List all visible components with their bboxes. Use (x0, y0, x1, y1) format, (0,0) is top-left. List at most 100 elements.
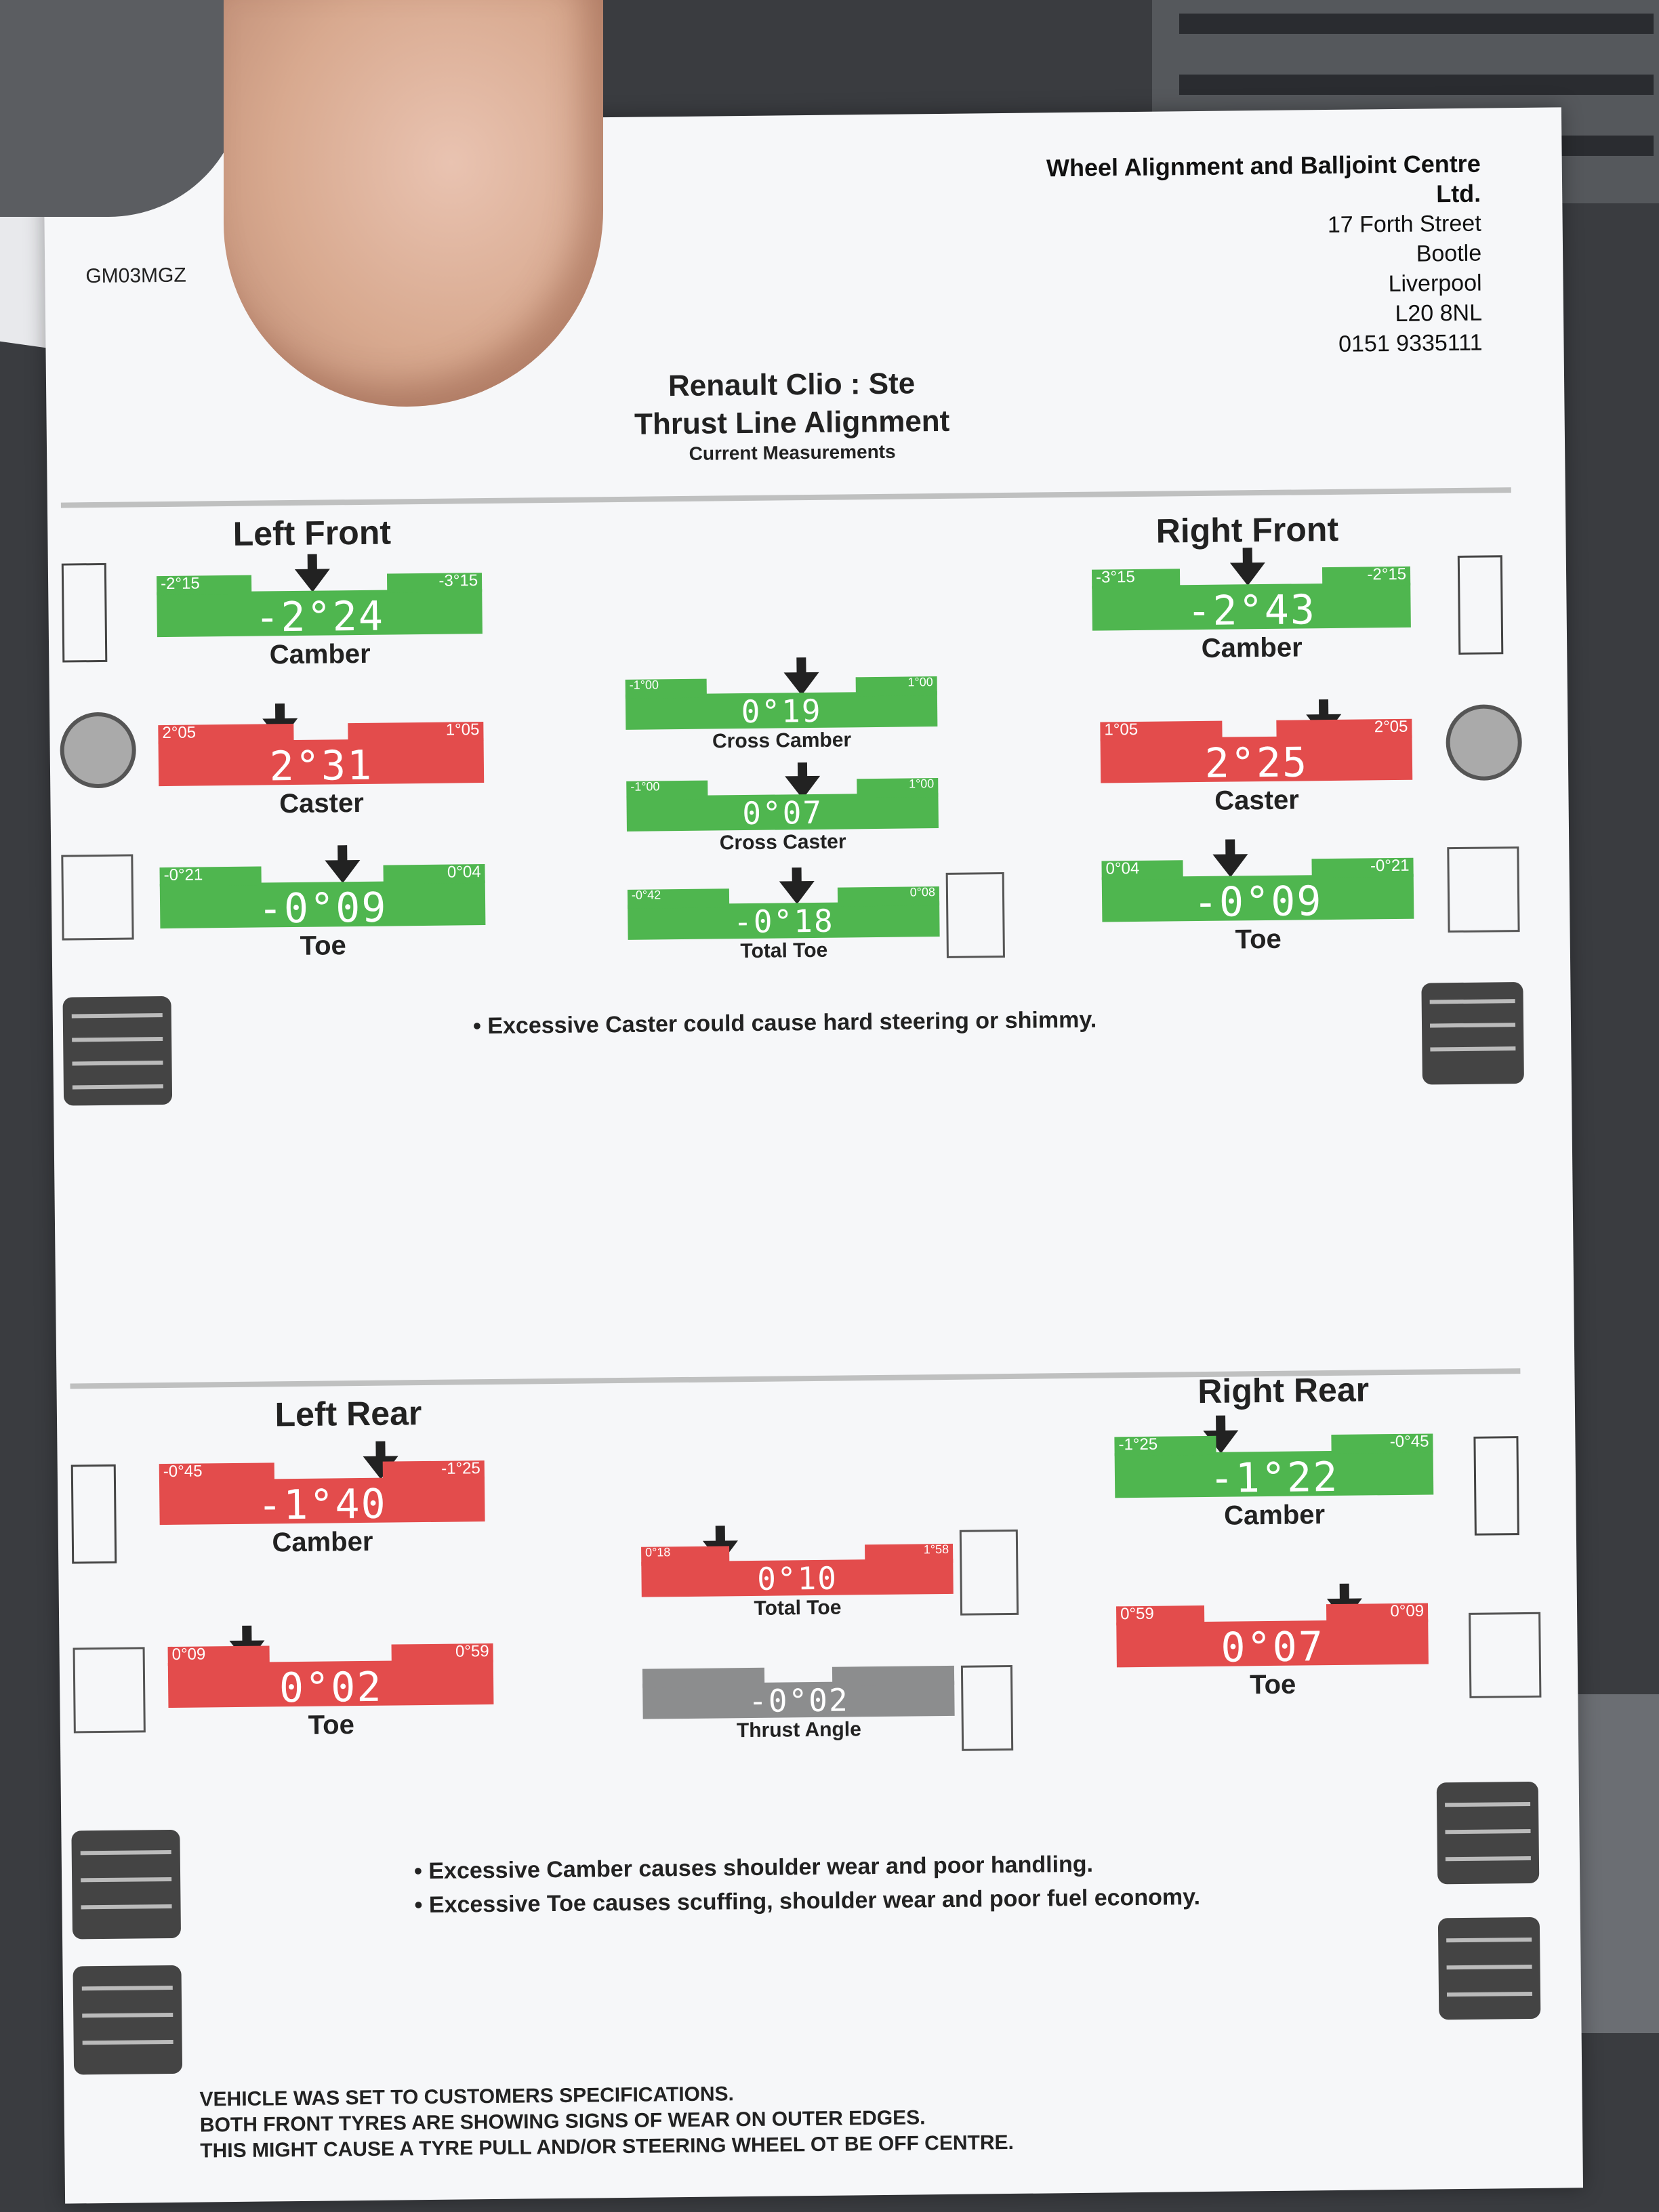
left-front-title: Left Front (232, 513, 392, 553)
company-suffix: Ltd. (1435, 179, 1481, 208)
address-line: L20 8NL (1395, 300, 1483, 327)
toe-diagram-icon (61, 854, 134, 941)
total-toe-diagram-icon (945, 872, 1005, 958)
gauge-value: 0°10 (756, 1559, 838, 1597)
tread (80, 1849, 171, 1856)
gauge-max: -2°15 (1367, 565, 1407, 584)
tyre-wear-icon (71, 1829, 182, 1940)
gauge-max: -0°21 (1370, 856, 1410, 876)
gauge-label: Toe (300, 930, 347, 961)
gauge-label: Camber (1223, 1500, 1326, 1531)
right-front-camber-gauge: -3°15 -2°15 -2°43 Camber (1091, 565, 1412, 672)
gauge-label: Caster (1214, 785, 1300, 816)
gauge-max: 1°00 (908, 777, 935, 791)
gauge-label: Camber (272, 1526, 373, 1558)
caster-note-text: Excessive Caster could cause hard steeri… (487, 1006, 1097, 1040)
gauge-label: Camber (269, 638, 371, 670)
tyre-wear-icon (1437, 1917, 1541, 2020)
front-total-toe-gauge: -0°42 0°08 -0°18 Total Toe (627, 885, 940, 971)
strut-camber-icon (70, 1464, 117, 1564)
gauge-label: Cross Camber (712, 729, 852, 753)
phone-number: 0151 9335111 (1338, 329, 1483, 357)
tyre-wear-icon (62, 996, 173, 1106)
company-block: Wheel Alignment and Balljoint Centre Ltd… (966, 149, 1483, 363)
grille-slat (1179, 14, 1654, 34)
tread (82, 2039, 173, 2045)
gauge-min: -3°15 (1095, 567, 1135, 587)
gauge-max: 1°58 (923, 1542, 949, 1557)
tread (71, 1013, 163, 1019)
gauge-max: 1°05 (445, 720, 480, 739)
gauge-max: 1°00 (907, 675, 933, 689)
rear-total-toe-gauge: 0°18 1°58 0°10 Total Toe (641, 1542, 954, 1629)
gauge-min: -2°15 (160, 574, 200, 594)
gauge-label: Toe (308, 1710, 355, 1740)
gauge-min: -0°45 (163, 1462, 203, 1481)
gauge-min: -0°42 (631, 888, 661, 902)
gauge-max: -0°45 (1389, 1432, 1429, 1452)
gauge-value: 2°31 (269, 741, 373, 791)
left-rear-camber-gauge: -0°45 -1°25 -1°40 Camber (159, 1459, 486, 1565)
holding-thumb (224, 0, 603, 407)
strut-camber-icon (1473, 1436, 1519, 1536)
gauge-min: 0°04 (1105, 859, 1140, 878)
gauge-min: 0°09 (171, 1645, 206, 1664)
strut-camber-icon (61, 562, 108, 663)
gauge-value: -0°09 (1193, 878, 1323, 927)
tread (72, 1061, 163, 1066)
gauge-value: 0°19 (741, 692, 822, 731)
right-front-toe-gauge: 0°04 -0°21 -0°09 Toe (1101, 856, 1414, 963)
gauge-label: Thrust Angle (736, 1718, 861, 1742)
rear-notes: • Excessive Camber causes shoulder wear … (414, 1844, 1431, 1923)
gauge-label: Toe (1235, 924, 1282, 955)
registration-plate: GM03MGZ (85, 264, 186, 288)
thrust-angle-gauge: -0°02 Thrust Angle (642, 1665, 955, 1750)
gauge-max: 0°59 (455, 1642, 489, 1661)
left-rear-title: Left Rear (274, 1394, 422, 1434)
tread (1446, 1964, 1532, 1970)
left-front-toe-gauge: -0°21 0°04 -0°09 Toe (159, 863, 486, 969)
caster-note: • Excessive Caster could cause hard stee… (472, 1006, 1097, 1040)
gauge-label: Caster (279, 787, 364, 819)
address-line: 17 Forth Street (1327, 210, 1481, 238)
gauge-min: -1°25 (1118, 1435, 1158, 1454)
tread (80, 1877, 172, 1883)
toe-diagram-icon (1447, 846, 1520, 933)
right-front-caster-gauge: 1°05 2°05 2°25 Caster (1100, 717, 1413, 824)
camber-note-text: Excessive Camber causes shoulder wear an… (428, 1851, 1094, 1885)
gauge-label: Camber (1201, 632, 1303, 663)
right-rear-toe-gauge: 0°59 0°09 0°07 Toe (1115, 1602, 1429, 1708)
gauge-max: 0°04 (447, 863, 481, 882)
gauge-min: -1°00 (629, 678, 659, 692)
tread (1445, 1856, 1531, 1862)
gauge-value: -0°02 (747, 1681, 849, 1720)
tread (81, 1904, 172, 1910)
toe-note-text: Excessive Toe causes scuffing, shoulder … (428, 1884, 1201, 1918)
tread (72, 1084, 164, 1090)
tread (1445, 1801, 1531, 1807)
rear-toe-diagram-icon (959, 1529, 1019, 1616)
gauge-min: 2°05 (162, 723, 197, 743)
thrust-angle-diagram-icon (960, 1664, 1014, 1751)
gauge-value: -0°09 (258, 884, 388, 933)
wheel-caster-icon (60, 712, 137, 789)
right-front-title: Right Front (1155, 510, 1339, 550)
tyre-wear-icon (1436, 1781, 1540, 1885)
gauge-min: 0°59 (1120, 1604, 1154, 1624)
gauge-value: 0°07 (742, 794, 823, 832)
tread (1430, 1046, 1516, 1052)
gauge-label: Toe (1249, 1669, 1296, 1700)
right-rear-camber-gauge: -1°25 -0°45 -1°22 Camber (1114, 1433, 1434, 1538)
gauge-label: Total Toe (754, 1596, 842, 1620)
gauge-value: -1°40 (257, 1480, 388, 1530)
gauge-value: 2°25 (1204, 739, 1309, 787)
tread (1446, 1937, 1532, 1943)
gauge-value: -0°18 (733, 902, 834, 941)
tyre-wear-icon (1421, 982, 1524, 1085)
wheel-caster-icon (1446, 704, 1523, 781)
gauge-min: -0°21 (163, 865, 203, 885)
gauge-max: 2°05 (1374, 717, 1408, 737)
gauge-max: -3°15 (438, 571, 478, 590)
gauge-value: 0°02 (279, 1663, 383, 1713)
address-line: Bootle (1416, 240, 1482, 267)
